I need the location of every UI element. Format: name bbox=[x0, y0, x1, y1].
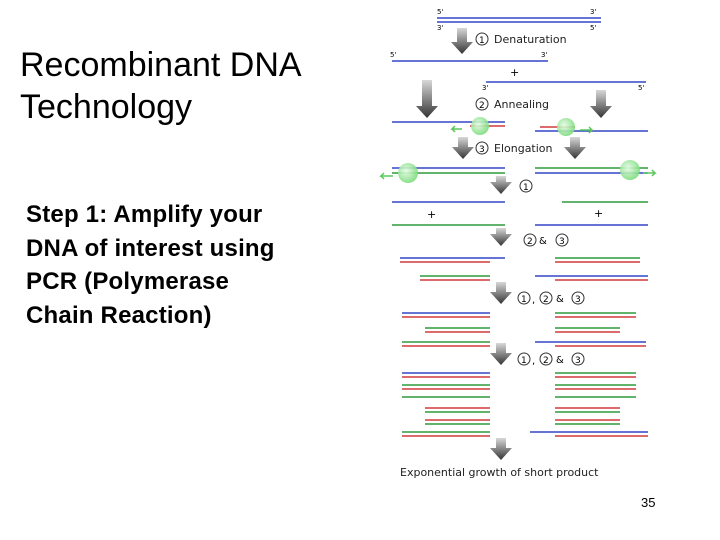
polymerase bbox=[557, 118, 575, 136]
label-5prime: 5' bbox=[638, 84, 644, 92]
round4-products bbox=[402, 372, 648, 437]
cycle-sep: , bbox=[532, 295, 535, 306]
cycle-sep: , bbox=[532, 356, 535, 367]
cycle-number: 1 bbox=[521, 356, 527, 366]
cycle-arrow bbox=[490, 176, 512, 194]
step2-circle bbox=[475, 97, 489, 111]
cycle-amp: & bbox=[539, 236, 547, 247]
extension-arrow bbox=[379, 172, 393, 180]
diagram-caption: Exponential growth of short product bbox=[400, 466, 599, 479]
step-arrow bbox=[590, 90, 612, 118]
cycle-circle bbox=[539, 352, 553, 366]
step3-number: 3 bbox=[479, 145, 485, 155]
slide-subtitle: Step 1: Amplify your DNA of interest usi… bbox=[26, 198, 356, 332]
extension-arrow bbox=[580, 126, 594, 134]
elongated-strands bbox=[379, 160, 657, 183]
plus-sign: + bbox=[510, 66, 519, 79]
slide-number: 35 bbox=[641, 495, 656, 510]
step-arrow bbox=[452, 137, 474, 159]
cycle-circle bbox=[523, 233, 537, 247]
polymerase bbox=[471, 117, 489, 135]
cycle-circle bbox=[571, 352, 585, 366]
cycle-arrow bbox=[490, 282, 512, 304]
pcr-diagram: 5' 3' 3' 5' 1 Denaturation 5' 3' + 3' 5'… bbox=[379, 8, 657, 479]
round3-products bbox=[402, 312, 646, 347]
round2-products bbox=[400, 257, 648, 281]
cycle-number: 2 bbox=[527, 237, 533, 247]
slide-title: Recombinant DNA Technology bbox=[20, 44, 302, 128]
cycle-amp: & bbox=[556, 355, 564, 366]
cycle-circle bbox=[517, 291, 531, 305]
label-3prime: 3' bbox=[437, 24, 443, 32]
step1-label: Denaturation bbox=[494, 33, 567, 46]
step3-circle bbox=[475, 141, 489, 155]
step3-label: Elongation bbox=[494, 142, 553, 155]
slide-title-line1: Recombinant DNA bbox=[20, 46, 302, 84]
cycle-amp: & bbox=[556, 294, 564, 305]
plus-sign: + bbox=[427, 208, 436, 221]
cycle-number: 2 bbox=[543, 356, 549, 366]
label-3prime: 3' bbox=[541, 51, 547, 59]
step-arrow bbox=[416, 80, 438, 118]
step2-label: Annealing bbox=[494, 98, 549, 111]
step-arrow bbox=[451, 28, 473, 54]
label-5prime: 5' bbox=[590, 24, 596, 32]
extension-arrow bbox=[450, 125, 462, 133]
polymerase bbox=[620, 160, 640, 180]
cycle-number: 1 bbox=[521, 295, 527, 305]
subtitle-line2: DNA of interest using bbox=[26, 234, 275, 262]
cycle-number: 3 bbox=[575, 295, 581, 305]
cycle-arrow bbox=[490, 438, 512, 460]
template-dna: 5' 3' 3' 5' bbox=[437, 8, 601, 32]
subtitle-line3: PCR (Polymerase bbox=[26, 268, 230, 295]
cycle-circle bbox=[519, 179, 533, 193]
cycle-circle bbox=[539, 291, 553, 305]
step2-number: 2 bbox=[479, 101, 485, 111]
cycle-circle bbox=[571, 291, 585, 305]
plus-sign: + bbox=[594, 207, 603, 220]
polymerase bbox=[398, 163, 418, 183]
cycle-number: 3 bbox=[559, 237, 565, 247]
slide-title-line2: Technology bbox=[20, 88, 193, 126]
round2-strands: + + bbox=[392, 201, 648, 226]
denatured-strands: 5' 3' + 3' 5' bbox=[390, 51, 646, 92]
label-5prime: 5' bbox=[390, 51, 396, 59]
cycle-arrow bbox=[490, 228, 512, 246]
cycle-number: 1 bbox=[523, 183, 529, 193]
label-3prime: 3' bbox=[482, 84, 488, 92]
cycle-number: 3 bbox=[575, 356, 581, 366]
cycle-arrow bbox=[490, 343, 512, 365]
cycle-number: 2 bbox=[543, 295, 549, 305]
subtitle-line1: Step 1: Amplify your bbox=[26, 201, 263, 228]
label-5prime: 5' bbox=[437, 8, 443, 16]
step1-circle bbox=[475, 32, 489, 46]
label-3prime: 3' bbox=[590, 8, 596, 16]
subtitle-line4: Chain Reaction) bbox=[26, 301, 212, 329]
cycle-circle bbox=[517, 352, 531, 366]
step1-number: 1 bbox=[479, 36, 485, 46]
step-arrow bbox=[564, 137, 586, 159]
cycle-circle bbox=[555, 233, 569, 247]
extension-arrow bbox=[643, 169, 657, 177]
annealed-strands bbox=[392, 117, 648, 136]
